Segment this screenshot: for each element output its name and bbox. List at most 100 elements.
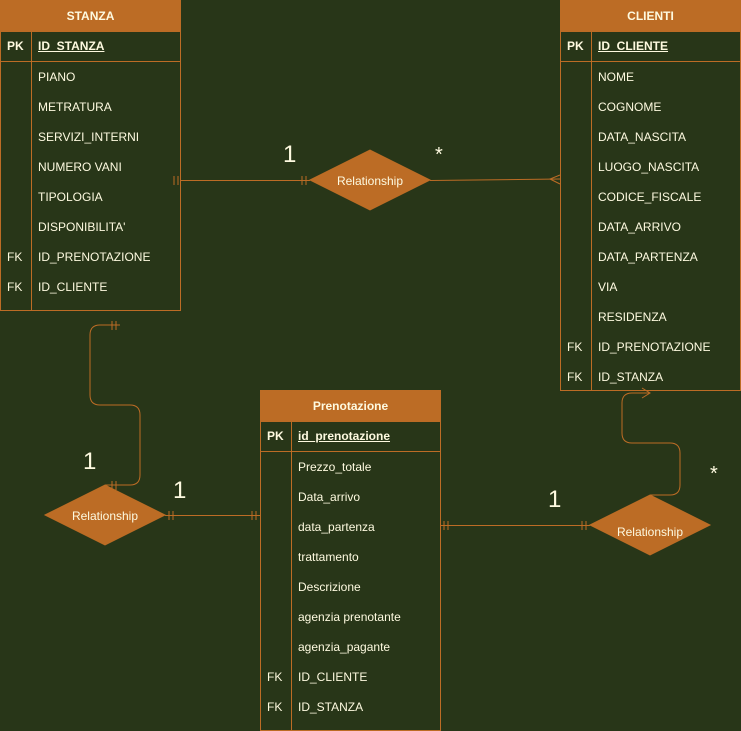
key-label: FK — [7, 250, 23, 264]
mandatory-one-marker — [581, 521, 587, 530]
cardinality-label: 1 — [173, 477, 187, 504]
field-row: SERVIZI_INTERNI — [1, 122, 180, 152]
field-row: agenzia prenotante — [261, 602, 440, 632]
field-name: ID_STANZA — [298, 700, 364, 714]
cardinality-label: 1 — [548, 486, 562, 513]
entity-title: Prenotazione — [261, 391, 440, 421]
field-name: DATA_NASCITA — [598, 130, 687, 144]
key-label: FK — [267, 700, 283, 714]
key-label: PK — [567, 39, 584, 53]
field-name: NUMERO VANI — [38, 160, 122, 174]
field-row: NOME — [561, 62, 740, 92]
field-name: Prezzo_totale — [298, 460, 372, 474]
field-row: DATA_NASCITA — [561, 122, 740, 152]
crows-foot-marker — [548, 174, 561, 185]
relationship-label[interactable]: Relationship — [336, 174, 404, 188]
field-row: NUMERO VANI — [1, 152, 180, 182]
entity-stanza[interactable]: STANZA PK ID_STANZA PIANO METRATURA SERVIZ… — [0, 0, 181, 311]
field-row: Prezzo_totale — [261, 452, 440, 482]
key-label: FK — [567, 370, 583, 384]
crows-foot-marker — [641, 387, 651, 399]
entity-prenotazione[interactable]: Prenotazione PK id_prenotazione Prezzo_t… — [260, 390, 441, 731]
field-row: TIPOLOGIA — [1, 182, 180, 212]
primary-key-row: PK ID_STANZA — [1, 31, 180, 62]
field-name: DATA_PARTENZA — [598, 250, 698, 264]
field-row: FK ID_CLIENTE — [1, 272, 180, 302]
key-label: FK — [267, 670, 283, 684]
field-name: COGNOME — [598, 100, 662, 114]
key-label: PK — [7, 39, 24, 53]
field-row: FK ID_STANZA — [261, 692, 440, 722]
field-name: ID_CLIENTE — [38, 280, 108, 294]
field-name: CODICE_FISCALE — [598, 190, 702, 204]
relationship-label[interactable]: Relationship — [71, 509, 139, 523]
key-label: FK — [7, 280, 23, 294]
field-name: trattamento — [298, 550, 359, 564]
field-row: trattamento — [261, 542, 440, 572]
field-row: PIANO — [1, 62, 180, 92]
field-name: Data_arrivo — [298, 490, 361, 504]
relationship-label[interactable]: Relationship — [616, 525, 684, 539]
primary-key-row: PK id_prenotazione — [261, 421, 440, 452]
field-name: LUOGO_NASCITA — [598, 160, 700, 174]
cardinality-label: * — [435, 144, 443, 166]
connector-rel3-clienti — [621, 392, 681, 496]
field-name: agenzia_pagante — [298, 640, 391, 654]
mandatory-one-marker — [301, 176, 307, 185]
field-row: CODICE_FISCALE — [561, 182, 740, 212]
field-name: ID_PRENOTAZIONE — [38, 250, 151, 264]
field-row: Descrizione — [261, 572, 440, 602]
mandatory-one-marker — [251, 511, 257, 520]
cardinality-label: * — [710, 463, 718, 485]
field-name: METRATURA — [38, 100, 112, 114]
field-row: FK ID_CLIENTE — [261, 662, 440, 692]
column-divider — [31, 31, 32, 310]
relationship-diamond — [43, 484, 167, 546]
column-divider — [291, 421, 292, 730]
field-name: ID_PRENOTAZIONE — [598, 340, 711, 354]
field-name: PIANO — [38, 70, 76, 84]
field-row: FK ID_STANZA — [561, 362, 740, 392]
field-name: TIPOLOGIA — [38, 190, 103, 204]
connector-stanza-rel2 — [89, 324, 141, 486]
field-name: SERVIZI_INTERNI — [38, 130, 140, 144]
field-name: ID_STANZA — [38, 39, 105, 53]
field-name: DISPONIBILITA' — [38, 220, 126, 234]
field-row: agenzia_pagante — [261, 632, 440, 662]
field-row: DATA_ARRIVO — [561, 212, 740, 242]
cardinality-label: 1 — [283, 141, 297, 168]
entity-title: CLIENTI — [561, 1, 740, 31]
field-name: agenzia prenotante — [298, 610, 401, 624]
mandatory-one-marker — [443, 521, 449, 530]
field-row: COGNOME — [561, 92, 740, 122]
field-list: PIANO METRATURA SERVIZI_INTERNI NUMERO VANI… — [1, 62, 180, 302]
mandatory-one-marker — [168, 511, 174, 520]
field-row: DATA_PARTENZA — [561, 242, 740, 272]
cardinality-label: 1 — [83, 448, 97, 475]
field-row: LUOGO_NASCITA — [561, 152, 740, 182]
key-label: FK — [567, 340, 583, 354]
mandatory-one-marker — [173, 176, 179, 185]
field-name: ID_CLIENTE — [298, 670, 368, 684]
relationship-diamond — [308, 149, 432, 211]
entity-title: STANZA — [1, 1, 180, 31]
field-row: RESIDENZA — [561, 302, 740, 332]
field-row: FK ID_PRENOTAZIONE — [561, 332, 740, 362]
field-list: NOME COGNOME DATA_NASCITA LUOGO_NASCITA CODI… — [561, 62, 740, 392]
field-row: METRATURA — [1, 92, 180, 122]
field-row: FK ID_PRENOTAZIONE — [1, 242, 180, 272]
field-name: id_prenotazione — [298, 429, 391, 443]
field-name: ID_STANZA — [598, 370, 664, 384]
field-name: NOME — [598, 70, 634, 84]
field-name: Descrizione — [298, 580, 361, 594]
field-row: Data_arrivo — [261, 482, 440, 512]
field-row: DISPONIBILITA' — [1, 212, 180, 242]
relationship-diamond — [588, 494, 712, 556]
field-name: DATA_ARRIVO — [598, 220, 681, 234]
field-row: VIA — [561, 272, 740, 302]
key-label: PK — [267, 429, 284, 443]
field-name: data_partenza — [298, 520, 375, 534]
connector-rel1-clienti — [429, 178, 561, 181]
